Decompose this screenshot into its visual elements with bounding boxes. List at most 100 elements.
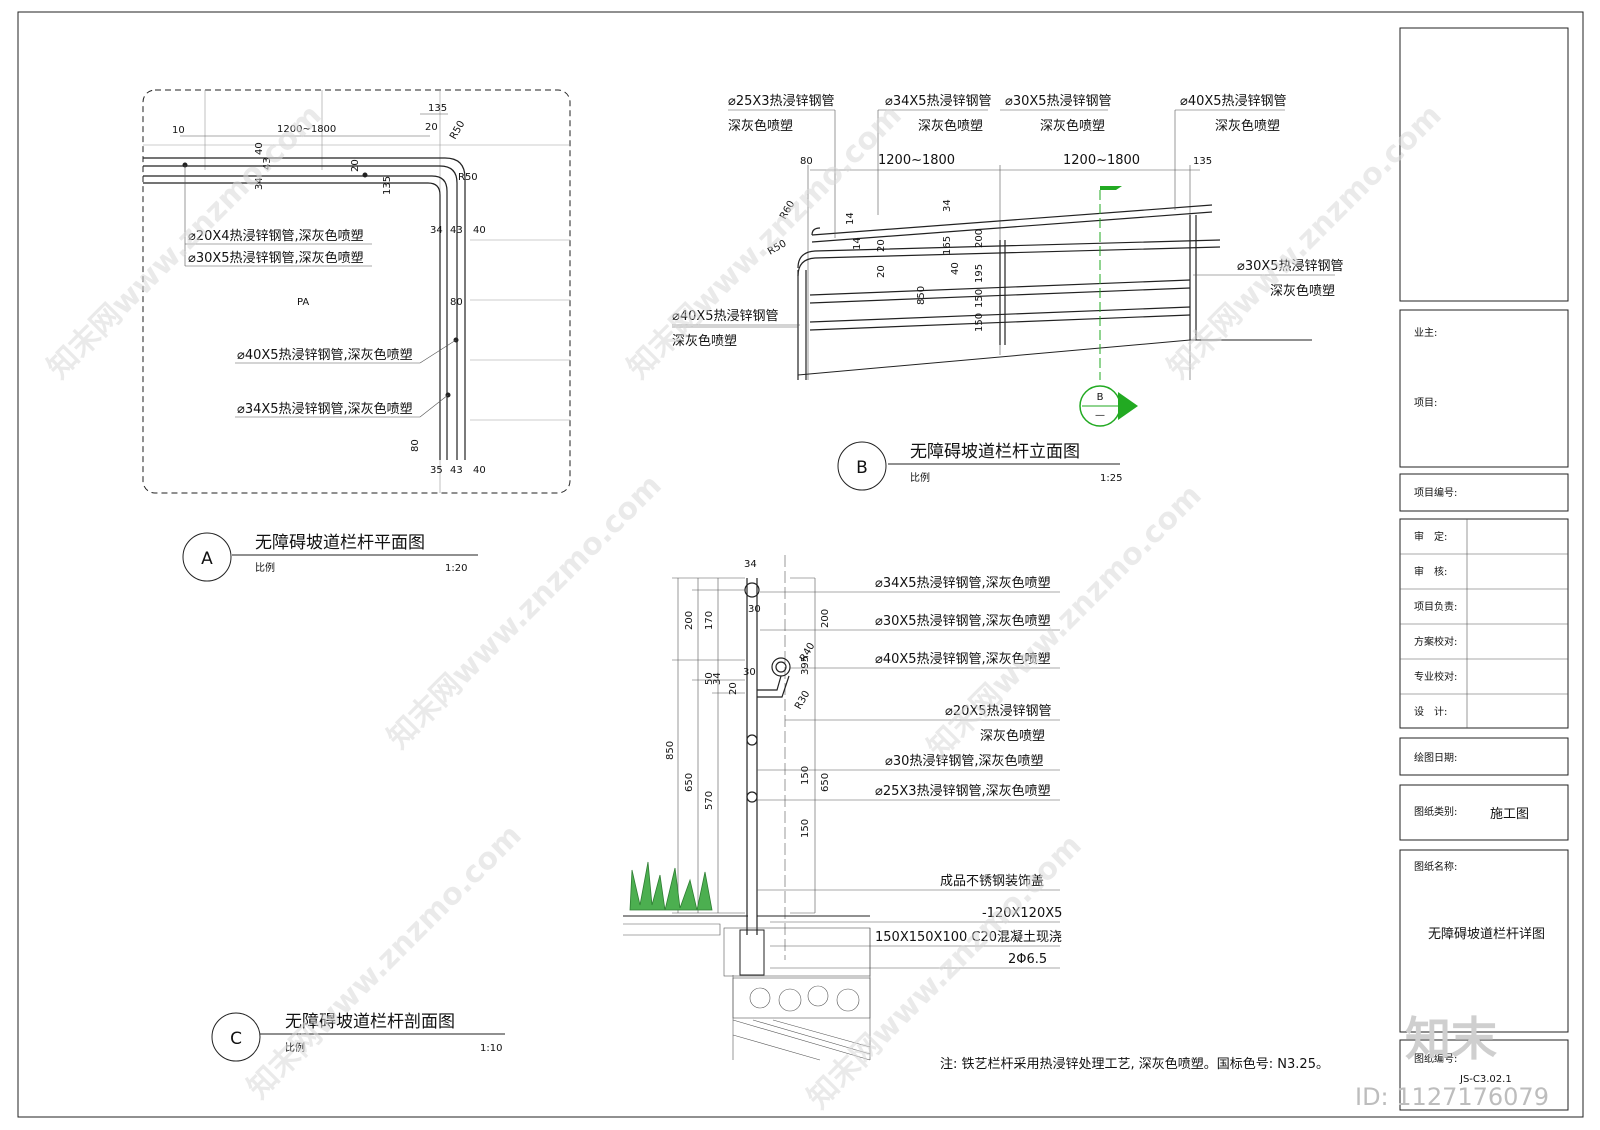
view-a-dim-135: 135: [428, 103, 447, 114]
view-b-dim-195: 195: [974, 264, 985, 283]
watermark-id: ID: 1127176079: [1355, 1083, 1549, 1111]
view-c-dim-570: 570: [704, 791, 715, 810]
view-b-top-label-1-line1: ⌀25X3热浸锌钢管: [728, 94, 835, 109]
view-c-label-1: ⌀34X5热浸锌钢管,深灰色喷塑: [875, 575, 1051, 591]
view-b-top-label-3-line2: 深灰色喷塑: [1040, 118, 1105, 134]
view-c-dim-200: 200: [684, 611, 695, 630]
view-c-letter: C: [230, 1029, 242, 1049]
view-a-dim-r50b: R50: [458, 172, 478, 183]
view-c-dim-34b: 34: [712, 672, 723, 685]
view-b-left-label-line1: ⌀40X5热浸锌钢管: [672, 309, 779, 324]
tb-role-3: 项目负责:: [1414, 600, 1457, 613]
view-c-label-5: 深灰色喷塑: [980, 728, 1045, 744]
tb-name-label: 图纸名称:: [1414, 860, 1457, 873]
view-a-title: 无障碍坡道栏杆平面图: [255, 533, 425, 553]
grass-icon: [629, 861, 713, 911]
view-c-label-10: 150X150X100 C20混凝土现浇: [875, 929, 1062, 945]
title-block: 业主: 项目: 项目编号: 审 定: 审 核: 项目负责: 方案校对: 专业校对…: [1399, 27, 1569, 1111]
view-c-dim-200b: 200: [820, 609, 831, 628]
tb-draw-date: 绘图日期:: [1414, 751, 1457, 764]
view-a-dim-40b: 40: [473, 225, 486, 236]
tb-name: 无障碍坡道栏杆详图: [1428, 927, 1545, 942]
view-b-dim-165: 165: [942, 236, 953, 255]
view-c-section: 34 200 170 30 200 R40 50 34 30 20 395 R3…: [211, 555, 1062, 1062]
view-a-dim-span: 1200~1800: [277, 124, 336, 135]
tb-project: 项目:: [1414, 397, 1437, 409]
view-a-boundary: [142, 89, 571, 494]
view-a-dim-34: 34: [254, 177, 265, 190]
tb-role-5: 专业校对:: [1414, 670, 1457, 683]
view-c-dim-395: 395: [800, 656, 811, 675]
view-c-label-4: ⌀20X5热浸锌钢管: [945, 704, 1052, 719]
view-a-dim-80b: 80: [410, 439, 421, 452]
view-c-dim-50: 50: [704, 672, 715, 685]
view-c-dim-170: 170: [704, 611, 715, 630]
view-b-dim-200: 200: [974, 229, 985, 248]
view-a-label-1: ⌀20X4热浸锌钢管,深灰色喷塑: [188, 228, 364, 244]
view-b-dim-20a: 20: [876, 239, 887, 252]
view-a-scale: 1:20: [445, 563, 467, 574]
view-a-dim-20b: 20: [350, 159, 361, 172]
view-a-dim-135b: 135: [382, 176, 393, 195]
view-c-title: 无障碍坡道栏杆剖面图: [285, 1012, 455, 1032]
view-a-dim-10: 10: [172, 125, 185, 136]
view-b-right-label-line1: ⌀30X5热浸锌钢管: [1237, 259, 1344, 274]
view-b-dim-150a: 150: [974, 289, 985, 308]
view-a-dim-43: 43: [262, 157, 273, 170]
view-b-scale: 1:25: [1100, 473, 1122, 484]
view-c-dim-20: 20: [728, 682, 739, 695]
tb-role-1: 审 定:: [1414, 530, 1447, 543]
view-c-dim-30: 30: [748, 604, 761, 615]
view-c-label-2: ⌀30X5热浸锌钢管,深灰色喷塑: [875, 613, 1051, 629]
tb-no: JS-C3.02.1: [1459, 1074, 1512, 1085]
view-b-dim-14a: 14: [845, 212, 856, 225]
view-c-label-3: ⌀40X5热浸锌钢管,深灰色喷塑: [875, 651, 1051, 667]
view-b-letter: B: [856, 458, 868, 478]
view-a-label-2: ⌀30X5热浸锌钢管,深灰色喷塑: [188, 250, 364, 266]
view-a-plan: 10 1200~1800 135 20 R50 40 43 34 20 135 …: [142, 89, 571, 582]
view-b-dim-135: 135: [1193, 156, 1212, 167]
view-b-top-label-2-line1: ⌀34X5热浸锌钢管: [885, 94, 992, 109]
view-c-label-7: ⌀25X3热浸锌钢管,深灰色喷塑: [875, 783, 1051, 799]
tb-no-label: 图纸编号:: [1414, 1052, 1457, 1065]
view-a-dim-20: 20: [425, 122, 438, 133]
view-a-dim-43b: 43: [450, 225, 463, 236]
view-b-dim-14b: 14: [852, 237, 863, 250]
tb-role-4: 方案校对:: [1414, 635, 1457, 648]
tb-role-2: 审 核:: [1414, 565, 1447, 578]
view-a-label-3: ⌀40X5热浸锌钢管,深灰色喷塑: [237, 347, 413, 363]
view-a-letter: A: [201, 549, 213, 569]
view-b-top-label-2-line2: 深灰色喷塑: [918, 118, 983, 134]
view-b-top-label-4-line1: ⌀40X5热浸锌钢管: [1180, 94, 1287, 109]
view-b-dim-34: 34: [942, 199, 953, 212]
view-c-label-9: -120X120X5: [982, 906, 1062, 921]
view-a-pa: PA: [297, 297, 309, 308]
watermark-logo: 知末: [1405, 1012, 1497, 1066]
view-c-dim-150b: 150: [800, 819, 811, 838]
view-c-dim-r30: R30: [793, 689, 812, 712]
view-b-left-label-line2: 深灰色喷塑: [672, 333, 737, 349]
view-c-dim-650: 650: [684, 773, 695, 792]
view-b-marker: [837, 441, 887, 491]
view-b-dim-150b: 150: [974, 313, 985, 332]
view-c-dim-650b: 650: [820, 773, 831, 792]
view-c-dim-30b: 30: [743, 667, 756, 678]
view-b-title: 无障碍坡道栏杆立面图: [910, 442, 1080, 462]
tb-project-no: 项目编号:: [1414, 486, 1457, 499]
view-c-scale-label: 比例: [285, 1041, 305, 1054]
view-a-dim-40c: 40: [473, 465, 486, 476]
general-note: 注: 铁艺栏杆采用热浸锌处理工艺, 深灰色喷塑。国标色号: N3.25。: [940, 1056, 1329, 1072]
view-a-dim-r50: R50: [448, 119, 467, 142]
view-c-label-8: 成品不锈钢装饰盖: [940, 874, 1044, 889]
view-b-dim-850: 850: [916, 286, 927, 305]
view-c-dim-34: 34: [744, 559, 757, 570]
view-c-label-6: ⌀30热浸锌钢管,深灰色喷塑: [885, 753, 1044, 769]
watermark-text-4: 知末网www.znzmo.com: [381, 468, 669, 756]
view-c-label-11: 2Φ6.5: [1008, 952, 1047, 967]
view-b-top-label-4-line2: 深灰色喷塑: [1215, 118, 1280, 134]
view-a-dim-80: 80: [450, 297, 463, 308]
view-c-footing: [739, 929, 765, 976]
view-b-right-label-line2: 深灰色喷塑: [1270, 283, 1335, 299]
view-a-dim-34b: 34: [430, 225, 443, 236]
